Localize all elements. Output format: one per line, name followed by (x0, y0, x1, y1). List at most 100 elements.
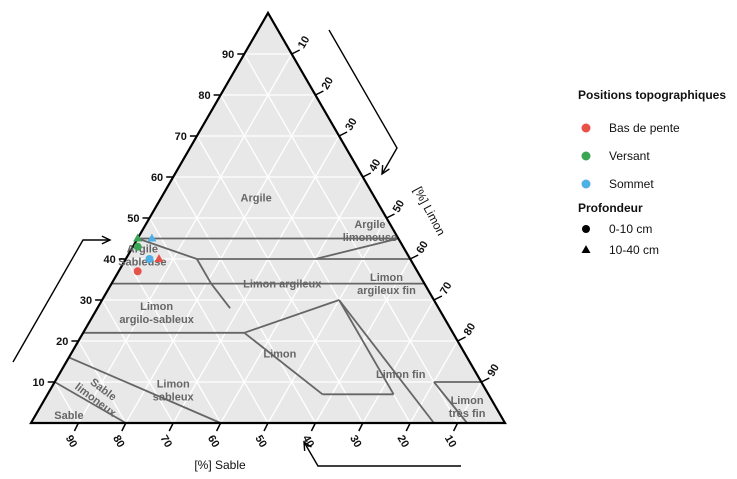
texture-boundary (338, 299, 395, 395)
sand-tick (215, 422, 222, 432)
sand-tick-label: 60 (205, 433, 222, 450)
sand-tick (121, 422, 127, 432)
legend-color-title: Positions topographiques (578, 88, 726, 102)
legend-shape-label: 0-10 cm (609, 222, 652, 236)
silt-tick (362, 172, 372, 178)
sand-tick-label: 80 (110, 433, 127, 450)
region-label-limon: Limon (263, 348, 296, 360)
grid-line-sand (125, 258, 222, 424)
sand-tick (310, 422, 317, 432)
sand-direction-arrow (303, 441, 461, 467)
clay-tick-label: 60 (151, 172, 163, 184)
texture-boundary (68, 356, 221, 424)
sand-tick (263, 422, 269, 432)
legend-shape-key (582, 225, 590, 233)
region-label-argile-limoneuse: Argile (354, 219, 385, 231)
sand-tick-label: 70 (158, 433, 175, 450)
silt-tick-label: 50 (391, 198, 408, 215)
sand-tick (73, 422, 80, 432)
legend-shape-label: 10-40 cm (609, 243, 659, 257)
silt-tick (338, 131, 348, 137)
sand-tick-label: 90 (63, 433, 80, 450)
sand-tick (452, 422, 459, 432)
region-label-sable: Sable (54, 410, 83, 422)
legend-color-label: Sommet (609, 177, 654, 191)
clay-tick-label: 20 (56, 336, 68, 348)
region-label-limon-argileux: Limon argileux (243, 279, 322, 291)
silt-tick (457, 336, 466, 342)
silt-tick-label: 10 (296, 34, 313, 51)
sand-tick-label: 20 (395, 433, 412, 450)
silt-tick-label: 80 (462, 321, 479, 338)
sand-tick-label: 50 (252, 433, 269, 450)
clay-tick-label: 10 (32, 377, 44, 389)
legend-color-key (581, 151, 591, 161)
legend-shape-key (581, 245, 591, 253)
clay-tick-label: 30 (80, 295, 92, 307)
texture-boundary (137, 237, 198, 260)
region-label-limon-sableux: sableux (153, 392, 195, 404)
data-point (145, 255, 154, 263)
texture-boundary (315, 237, 399, 260)
texture-boundary (243, 332, 324, 396)
sand-tick-label: 40 (300, 433, 317, 450)
silt-direction-arrow (328, 29, 398, 175)
data-point (154, 254, 164, 262)
region-label-argile-limoneuse: limoneuse (343, 232, 397, 244)
region-label-limon-argilo-sableux: Limon (140, 301, 173, 313)
region-label-limon-tres-fin: très fin (449, 408, 486, 420)
grid-line-sand (54, 381, 79, 424)
silt-tick-label: 30 (343, 116, 360, 133)
sand-tick-label: 10 (442, 433, 459, 450)
clay-direction-arrow (12, 239, 110, 363)
sand-tick (168, 422, 174, 432)
silt-tick-label: 60 (414, 239, 431, 256)
region-label-limon-argileux-fin: Limon (370, 272, 403, 284)
data-point (133, 242, 142, 251)
region-label-argile: Argile (241, 193, 272, 205)
region-label-argile-sableuse: Sableuse (118, 256, 166, 268)
grid-line-sand (101, 299, 174, 424)
grid-line-sand (77, 340, 127, 424)
silt-tick-label: 90 (485, 362, 502, 379)
texture-boundary (210, 283, 231, 309)
legend-color-key (581, 123, 591, 133)
silt-tick (433, 295, 443, 301)
grid-line-silt (172, 135, 340, 424)
region-label-limon-argilo-sableux: argilo-sableux (119, 314, 194, 326)
silt-tick (315, 90, 324, 96)
sand-axis-title: [%] Sable (194, 458, 246, 472)
sand-arrow-head (303, 440, 312, 452)
silt-tick (291, 49, 301, 55)
region-label-limon-fin: Limon fin (376, 369, 426, 381)
region-label-limon-sableux: Limon (157, 379, 190, 391)
sand-tick-label: 30 (347, 433, 364, 450)
texture-boundary (433, 381, 468, 424)
grid-line-sand (196, 135, 364, 424)
silt-tick (386, 213, 395, 219)
legend-color-label: Versant (609, 149, 650, 163)
clay-tick-label: 90 (222, 49, 234, 61)
legend-color-key (581, 179, 591, 189)
silt-axis-title: [%] Limon (411, 184, 448, 238)
grid-line-sand (148, 217, 269, 424)
grid-line-silt (362, 299, 435, 424)
silt-tick-label: 20 (320, 75, 337, 92)
clay-tick-label: 70 (175, 131, 187, 143)
texture-boundary (244, 299, 340, 334)
texture-boundary (54, 381, 127, 424)
sand-tick (405, 422, 411, 432)
clay-arrow-head (101, 235, 112, 245)
silt-tick (480, 377, 490, 383)
clay-tick-label: 40 (104, 254, 116, 266)
region-label-argile-sableuse: Argile (127, 243, 158, 255)
texture-boundary (196, 258, 212, 285)
silt-arrow-head (381, 164, 390, 176)
data-point (147, 233, 157, 242)
legend-color-label: Bas de pente (609, 121, 680, 135)
silt-tick-label: 40 (367, 157, 384, 174)
legend-shape-title: Profondeur (578, 201, 643, 215)
region-label-limon-argileux-fin: argileux fin (357, 285, 416, 297)
sand-tick (358, 422, 364, 432)
